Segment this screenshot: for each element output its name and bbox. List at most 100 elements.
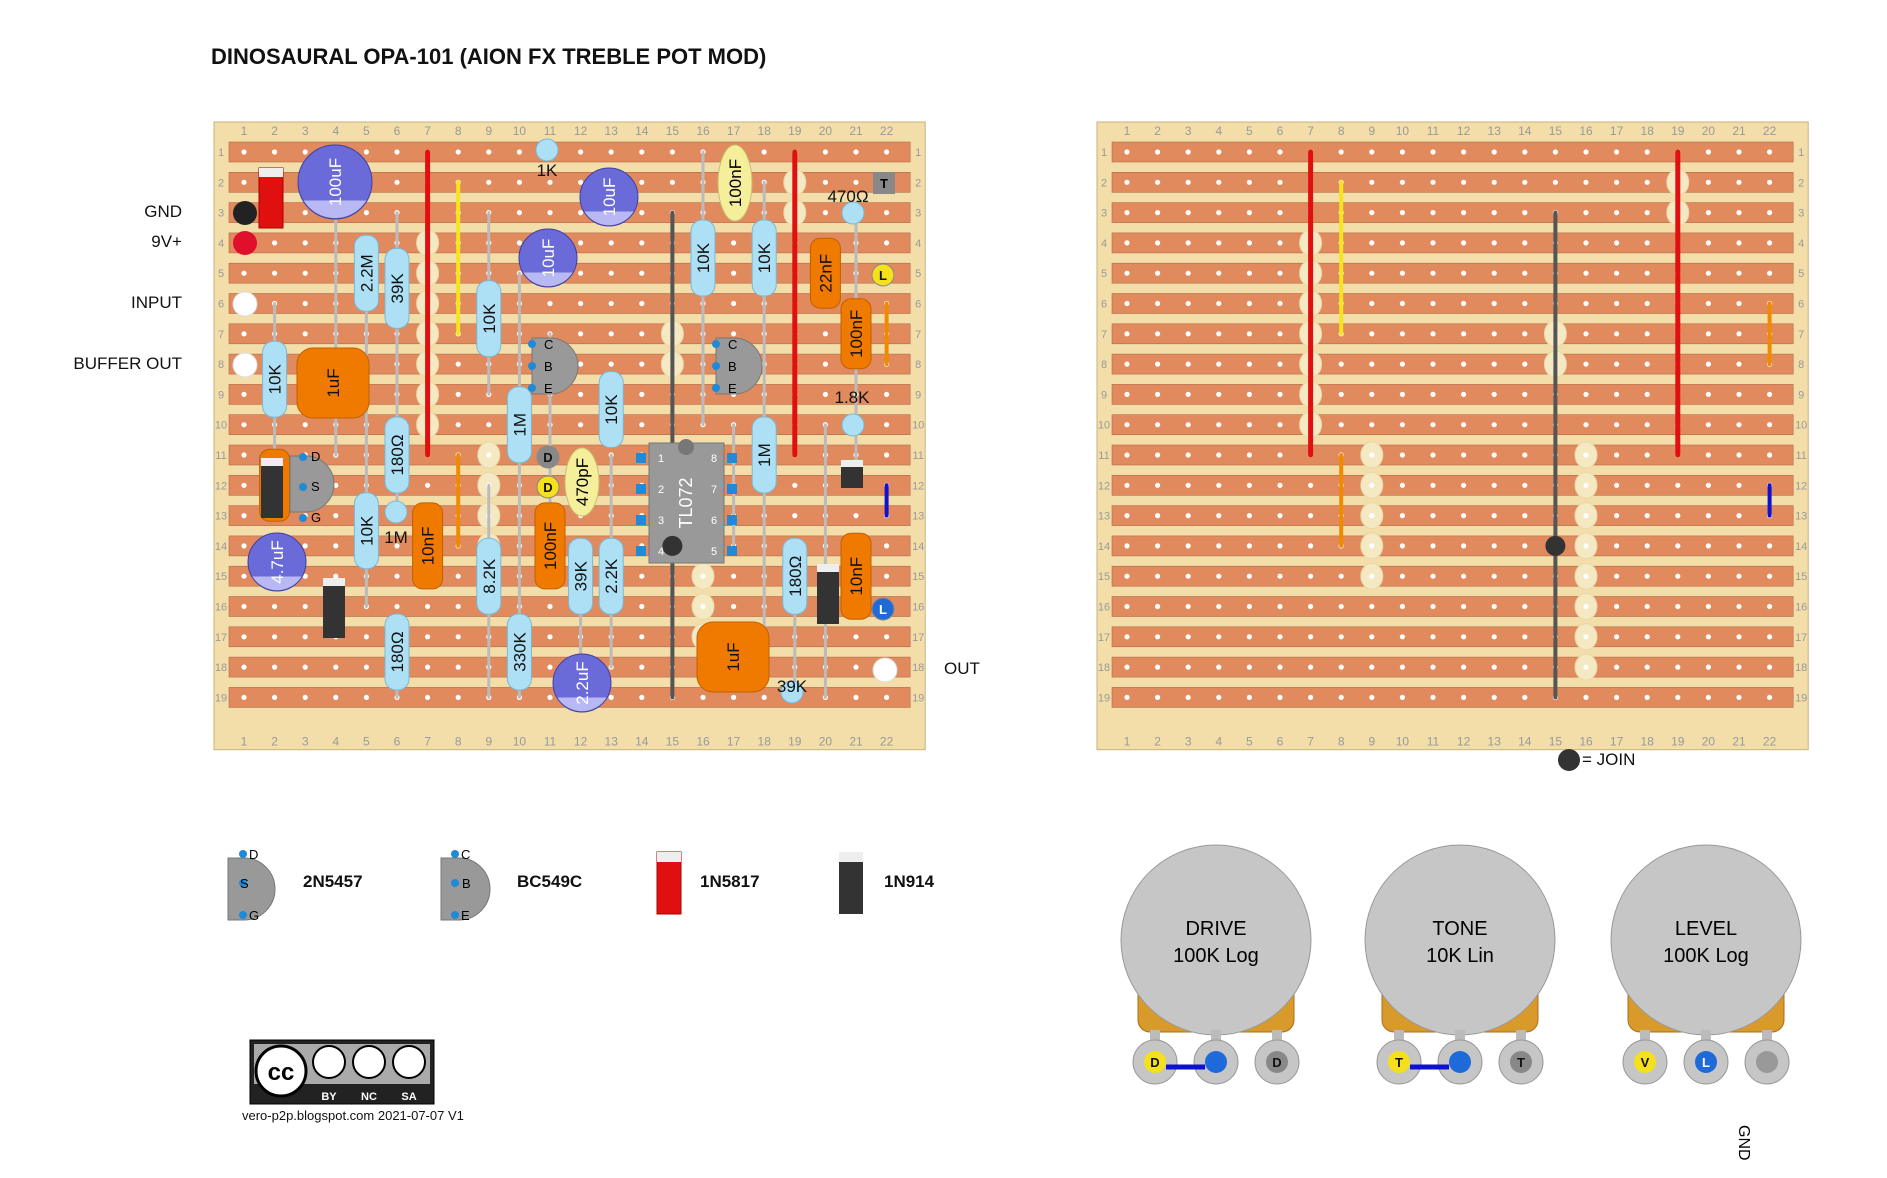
left-hole: [486, 179, 492, 185]
right-hole: [1461, 603, 1467, 610]
left-col-number: 8: [455, 735, 462, 749]
right-hole: [1185, 270, 1191, 276]
right-hole: [1430, 422, 1436, 428]
cut-board: 1122334455667788991010111112121313141415…: [1096, 121, 1809, 751]
right-hole: [1522, 452, 1528, 458]
pin-dot: [712, 362, 720, 370]
right-hole: [1277, 513, 1283, 519]
right-hole: [1155, 694, 1161, 701]
resistor-10k-label: 10K: [266, 363, 285, 394]
right-hole: [1369, 300, 1375, 307]
resistor-330k: [506, 613, 532, 691]
left-hole: [853, 149, 859, 155]
ic-pin-number: 5: [711, 546, 717, 558]
left-col-number: 18: [758, 735, 772, 749]
right-hole: [1369, 270, 1375, 276]
resistor-10k-label: 10K: [602, 394, 621, 425]
right-hole: [1705, 513, 1711, 519]
right-hole: [1522, 149, 1528, 155]
right-hole: [1552, 179, 1558, 185]
left-col-number: 12: [574, 735, 588, 749]
right-col-number: 13: [1488, 124, 1502, 138]
left-hole: [302, 422, 308, 428]
left-col-number: 19: [788, 735, 802, 749]
right-hole: [1338, 573, 1344, 579]
right-copper-strip: [1111, 656, 1794, 678]
right-hole: [1522, 482, 1528, 488]
resistor-1k: [535, 138, 559, 162]
left-row-number: 19: [912, 692, 924, 704]
right-hole: [1216, 603, 1222, 610]
capacitor-polarity-band: [557, 697, 607, 712]
resistor-39k-standing: [780, 680, 804, 704]
right-hole: [1767, 573, 1773, 579]
pot-lug-leg: [1272, 1030, 1282, 1046]
right-hole: [1124, 634, 1130, 640]
resistor-1-8k-label: 1.8K: [835, 388, 871, 407]
right-hole: [1369, 331, 1375, 337]
right-hole: [1124, 361, 1130, 367]
left-row-number: 14: [215, 541, 227, 553]
left-row-number: 2: [218, 177, 224, 189]
left-hole: [578, 331, 584, 337]
left-col-number: 11: [544, 124, 557, 138]
right-hole: [1491, 240, 1497, 246]
right-row-number: 3: [1101, 208, 1107, 220]
right-hole: [1583, 361, 1589, 367]
right-copper-strip: [1111, 535, 1794, 557]
right-hole: [1277, 694, 1283, 701]
left-hole: [455, 573, 461, 579]
pot-lug-pad: [1144, 1051, 1166, 1073]
resistor-1k-label: 1K: [537, 161, 558, 180]
right-hole: [1430, 391, 1436, 397]
right-hole: [1430, 300, 1436, 307]
right-hole: [1369, 361, 1375, 367]
right-hole: [1522, 240, 1528, 246]
capacitor-4-7uf-label: 4.7uF: [268, 540, 287, 583]
right-hole: [1338, 361, 1344, 367]
right-hole: [1522, 300, 1528, 307]
right-hole: [1277, 391, 1283, 397]
pot-lug-leg: [1640, 1030, 1650, 1046]
left-hole: [578, 270, 584, 276]
right-hole: [1767, 634, 1773, 640]
left-hole: [455, 422, 461, 428]
left-col-number: 10: [513, 735, 527, 749]
right-hole: [1644, 513, 1650, 519]
left-col-number: 2: [271, 124, 278, 138]
right-hole: [1185, 179, 1191, 185]
right-hole: [1216, 422, 1222, 428]
right-hole: [1705, 300, 1711, 307]
right-hole: [1399, 149, 1405, 155]
right-hole: [1277, 331, 1283, 337]
resistor-8-2k-label: 8.2K: [480, 558, 499, 594]
left-col-number: 1: [241, 124, 248, 138]
right-hole: [1430, 694, 1436, 701]
left-hole: [884, 573, 890, 579]
right-hole: [1155, 543, 1161, 549]
right-hole: [1399, 634, 1405, 640]
right-row-number: 9: [1798, 389, 1804, 401]
left-hole: [792, 482, 798, 488]
right-hole: [1399, 422, 1405, 428]
right-hole: [1461, 664, 1467, 670]
left-hole: [302, 240, 308, 246]
left-hole: [731, 603, 737, 610]
right-copper-strip: [1111, 323, 1794, 345]
film-capacitor-10nf-label: 10nF: [419, 527, 438, 566]
right-hole: [1277, 603, 1283, 610]
level-pad: [871, 597, 895, 621]
left-hole: [333, 664, 339, 670]
left-row-number: 3: [218, 208, 224, 220]
right-hole: [1124, 664, 1130, 670]
resistor-10k-label: 10K: [480, 303, 499, 334]
right-hole: [1583, 240, 1589, 246]
left-hole: [547, 603, 553, 610]
right-hole: [1705, 482, 1711, 488]
right-copper-strip: [1111, 474, 1794, 496]
right-hole: [1216, 331, 1222, 337]
right-hole: [1522, 634, 1528, 640]
resistor-1m: [506, 386, 532, 464]
resistor-39k: [384, 247, 410, 329]
right-hole: [1430, 482, 1436, 488]
